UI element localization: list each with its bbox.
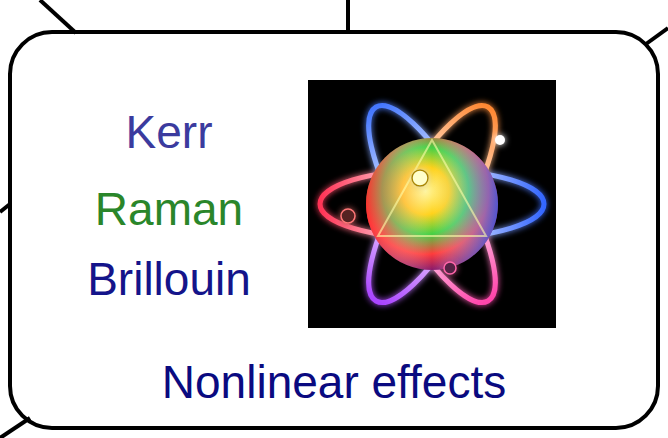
- wire: [0, 418, 30, 438]
- image-background: [308, 80, 556, 328]
- nucleus: [366, 138, 498, 270]
- orbit: [347, 90, 518, 318]
- electron: [412, 170, 428, 186]
- wire: [346, 0, 350, 31]
- nucleus-facet: [378, 140, 486, 236]
- wire: [646, 28, 668, 44]
- effect-name: Raman: [95, 183, 243, 236]
- rounded-box: KerrRamanBrillouinNonlinear effects: [8, 30, 660, 430]
- effect-name: Brillouin: [87, 253, 251, 306]
- electron: [341, 209, 355, 223]
- box-title: Nonlinear effects: [162, 356, 506, 409]
- wire: [40, 0, 76, 33]
- electrons: [341, 135, 505, 274]
- nucleus-shade: [366, 138, 498, 270]
- orbit: [347, 90, 518, 318]
- atom-illustration: [308, 80, 556, 328]
- electron: [444, 262, 456, 274]
- effect-name: Kerr: [126, 106, 213, 159]
- electron: [495, 135, 505, 145]
